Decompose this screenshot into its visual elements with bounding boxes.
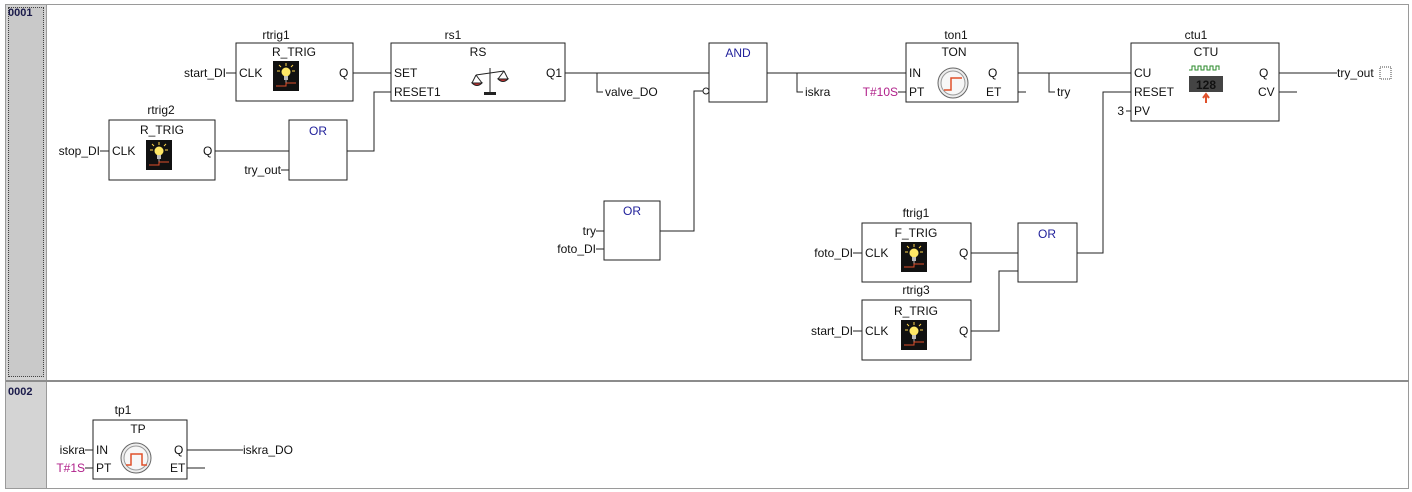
counter-display-value: 128: [1196, 78, 1216, 92]
try-input[interactable]: try: [583, 224, 596, 238]
and-block[interactable]: [708, 42, 768, 103]
ctu1-pv-pin: PV: [1134, 104, 1150, 118]
ton1-pt-pin: PT: [909, 85, 925, 99]
t1s-constant[interactable]: T#1S: [56, 461, 85, 475]
valve-do-output[interactable]: valve_DO: [605, 85, 658, 99]
or2-type: OR: [623, 204, 641, 218]
rs1-block[interactable]: [390, 42, 566, 102]
foto-di-signal-1[interactable]: foto_DI: [557, 242, 596, 256]
counter-display-icon: 128: [1189, 65, 1223, 103]
or1-type: OR: [309, 124, 327, 138]
try-out-input[interactable]: try_out: [244, 163, 281, 177]
tp1-q-pin: Q: [174, 443, 183, 457]
ton1-instance: ton1: [944, 28, 968, 42]
network-separator: [6, 380, 1409, 382]
rs1-instance: rs1: [445, 28, 462, 42]
or3-type: OR: [1038, 227, 1056, 241]
ftrig1-type: F_TRIG: [895, 226, 938, 240]
rtrig3-q-pin: Q: [959, 324, 968, 338]
try-output[interactable]: try: [1057, 85, 1070, 99]
rising-edge-icon: [900, 319, 928, 351]
falling-edge-icon: [900, 241, 928, 273]
ton1-q-pin: Q: [988, 66, 997, 80]
start-di-signal-1[interactable]: start_DI: [184, 66, 226, 80]
rtrig2-clk-pin: CLK: [112, 144, 135, 158]
rising-edge-icon: [272, 60, 300, 92]
fbd-editor[interactable]: 0001 0002 rtrig1 R_T: [5, 4, 1409, 489]
and-type: AND: [725, 46, 751, 60]
tp1-in-pin: IN: [96, 443, 108, 457]
pulse-clock-icon: [120, 442, 152, 474]
tp1-pt-pin: PT: [96, 461, 112, 475]
tp1-type: TP: [130, 422, 145, 436]
ctu1-cu-pin: CU: [1134, 66, 1151, 80]
iskra-output[interactable]: iskra: [805, 85, 831, 99]
foto-di-signal-2[interactable]: foto_DI: [814, 246, 853, 260]
network-1-selection[interactable]: [8, 7, 44, 377]
or2-block[interactable]: [603, 200, 661, 261]
ctu1-q-pin: Q: [1259, 66, 1268, 80]
network-number-2[interactable]: 0002: [8, 386, 33, 398]
rtrig2-q-pin: Q: [203, 144, 212, 158]
rtrig3-instance: rtrig3: [902, 283, 930, 297]
rtrig1-q-pin: Q: [339, 66, 348, 80]
tp1-instance: tp1: [115, 403, 132, 417]
ctu1-cv-pin: CV: [1258, 85, 1275, 99]
rtrig1-type: R_TRIG: [272, 45, 316, 59]
rtrig3-type: R_TRIG: [894, 304, 938, 318]
ctu1-type: CTU: [1194, 45, 1219, 59]
rs1-set-pin: SET: [394, 66, 418, 80]
rtrig2-type: R_TRIG: [140, 123, 184, 137]
rs1-q-pin: Q1: [546, 66, 562, 80]
ftrig1-instance: ftrig1: [903, 206, 930, 220]
ton1-in-pin: IN: [909, 66, 921, 80]
negation-circle: [702, 87, 710, 95]
ftrig1-q-pin: Q: [959, 246, 968, 260]
or3-block[interactable]: [1017, 222, 1078, 283]
ton1-et-pin: ET: [986, 85, 1002, 99]
iskra-input[interactable]: iskra: [60, 443, 86, 457]
rs1-reset-pin: RESET1: [394, 85, 441, 99]
rtrig3-clk-pin: CLK: [865, 324, 888, 338]
fbd-canvas: rtrig1 R_TRIG CLK Q start_DI rtrig2 R_TR…: [56, 28, 1392, 480]
network-number-1[interactable]: 0001: [8, 7, 33, 19]
try-out-final[interactable]: try_out: [1337, 66, 1374, 80]
output-placeholder[interactable]: [1379, 66, 1392, 80]
pv-constant[interactable]: 3: [1117, 104, 1124, 118]
ctu1-reset-pin: RESET: [1134, 85, 1175, 99]
or1-block[interactable]: [288, 119, 348, 181]
rtrig2-instance: rtrig2: [147, 103, 175, 117]
tp1-et-pin: ET: [170, 461, 186, 475]
iskra-do-output[interactable]: iskra_DO: [243, 443, 293, 457]
ton1-type: TON: [941, 45, 966, 59]
rs1-type: RS: [470, 45, 487, 59]
scales-icon: [470, 68, 510, 95]
rising-edge-icon: [145, 139, 173, 171]
ctu1-instance: ctu1: [1185, 28, 1208, 42]
timer-clock-icon: [937, 67, 969, 99]
rtrig1-instance: rtrig1: [262, 28, 290, 42]
t10s-constant[interactable]: T#10S: [863, 85, 898, 99]
rtrig1-clk-pin: CLK: [239, 66, 262, 80]
stop-di-signal[interactable]: stop_DI: [59, 144, 100, 158]
start-di-signal-2[interactable]: start_DI: [811, 324, 853, 338]
ftrig1-clk-pin: CLK: [865, 246, 888, 260]
